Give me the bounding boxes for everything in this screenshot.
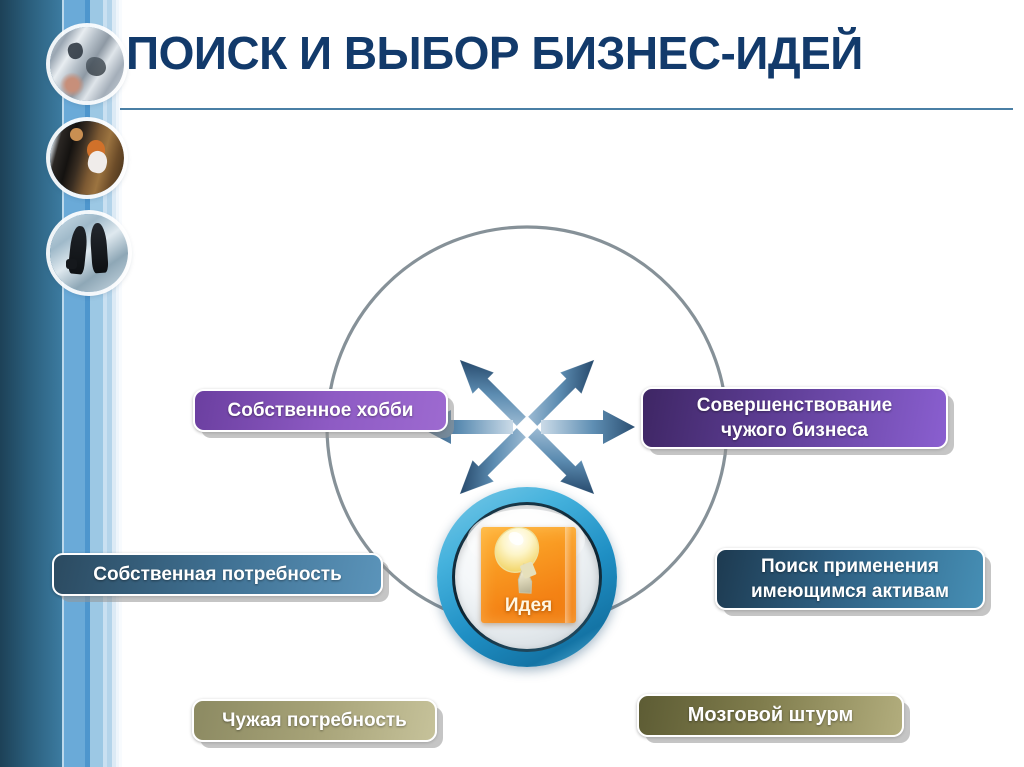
office-desk-photo-art bbox=[50, 27, 124, 101]
arrow-down-left bbox=[459, 427, 527, 495]
idea-label: Идея bbox=[504, 595, 553, 616]
line-1: Поиск применения bbox=[761, 556, 939, 577]
idea-sources-diagram: Идея Собственное хобби Совершенствование… bbox=[0, 150, 1024, 742]
idea-tile: Идея bbox=[481, 527, 576, 623]
node-assets-application[interactable]: Поиск применения имеющимся активам bbox=[715, 548, 985, 610]
arrow-down-right bbox=[527, 427, 595, 495]
node-improve-others-business-label: Совершенствование чужого бизнеса bbox=[697, 393, 892, 443]
node-own-hobby[interactable]: Собственное хобби bbox=[193, 389, 448, 432]
business-meeting-photo-art bbox=[50, 121, 124, 195]
center-idea-node[interactable]: Идея bbox=[437, 487, 617, 667]
node-own-need[interactable]: Собственная потребность bbox=[52, 553, 383, 596]
business-meeting-photo-detail bbox=[87, 140, 105, 160]
walking-professionals-photo-image bbox=[50, 214, 128, 292]
line-2: чужого бизнеса bbox=[721, 420, 868, 441]
line-2: имеющимся активам bbox=[750, 581, 950, 602]
arrow-right bbox=[541, 410, 635, 444]
business-meeting-photo-image bbox=[50, 121, 124, 195]
stripe-9 bbox=[112, 0, 116, 767]
stripe-3 bbox=[62, 0, 64, 767]
briefcase-detail bbox=[65, 259, 77, 269]
stripe-1 bbox=[0, 0, 30, 767]
arrow-up-left bbox=[459, 359, 527, 427]
office-desk-photo bbox=[50, 27, 124, 101]
node-others-need[interactable]: Чужая потребность bbox=[192, 699, 437, 742]
office-desk-photo-image bbox=[50, 27, 124, 101]
stripe-8 bbox=[107, 0, 112, 767]
line-1: Совершенствование bbox=[696, 395, 893, 416]
node-brainstorm[interactable]: Мозговой штурм bbox=[637, 694, 904, 737]
walker-figure-2 bbox=[88, 222, 109, 274]
node-assets-application-label: Поиск применения имеющимся активам bbox=[751, 554, 949, 604]
stripe-5 bbox=[85, 0, 90, 767]
page-title: ПОИСК И ВЫБОР БИЗНЕС-ИДЕЙ bbox=[126, 27, 863, 79]
walking-professionals-photo-art bbox=[50, 214, 128, 292]
stripe-7 bbox=[103, 0, 107, 767]
stripe-11 bbox=[119, 0, 122, 767]
arrow-up-right bbox=[527, 359, 595, 427]
title-divider bbox=[120, 108, 1013, 110]
node-brainstorm-label: Мозговой штурм bbox=[687, 704, 854, 726]
lightbulb-icon bbox=[494, 527, 540, 594]
node-others-need-label: Чужая потребность bbox=[222, 709, 407, 731]
stripe-10 bbox=[116, 0, 119, 767]
node-improve-others-business[interactable]: Совершенствование чужого бизнеса bbox=[641, 387, 948, 449]
business-meeting-photo bbox=[50, 121, 124, 195]
walking-professionals-photo bbox=[50, 214, 128, 292]
node-own-need-label: Собственная потребность bbox=[93, 563, 342, 585]
node-own-hobby-label: Собственное хобби bbox=[227, 399, 414, 421]
